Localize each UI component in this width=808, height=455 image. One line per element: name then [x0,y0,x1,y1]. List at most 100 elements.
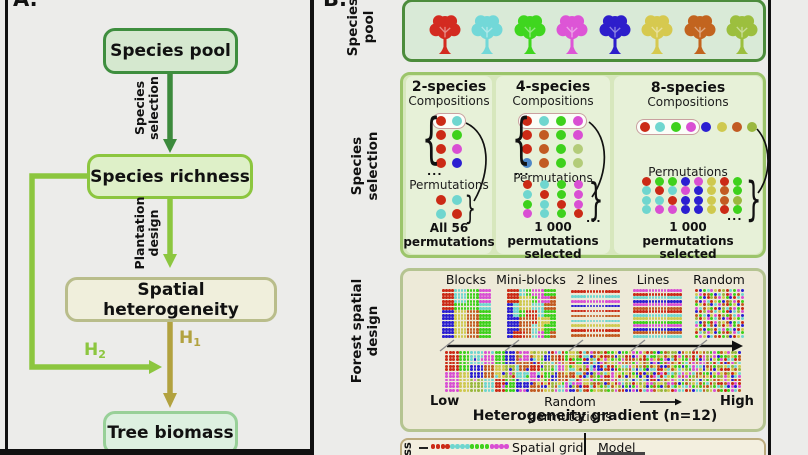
panel-b-right-border [768,0,771,455]
panel-a-left-border [5,0,8,455]
strip-panel [494,351,519,392]
heterogeneity-gradient-strip [445,351,741,392]
permutation-dot [667,205,677,214]
legend-dash [419,447,428,450]
biomass-section-box [400,438,766,455]
composition-highlight-pill [636,118,700,136]
tree-icon [471,15,503,54]
permutation-dot [556,179,566,189]
composition-dot [573,130,583,140]
legend-dot [484,444,490,449]
model-label: Model [598,440,636,455]
column-caption-line: 1 000 [534,220,572,234]
design-label-lines: Lines [636,272,670,287]
column-title: 8-species [650,80,726,96]
composition-dot [539,144,549,154]
legend-dot [499,444,504,449]
permutation-dot [539,208,549,218]
permutation-dot [654,205,664,214]
composition-dot [685,122,696,132]
composition-dot [522,158,532,168]
composition-dot [522,116,532,126]
legend-dot [465,444,470,449]
permutation-dot [452,195,462,205]
node-species-pool: Species pool [103,28,238,74]
permutation-dot [719,205,729,214]
permutation-dot [706,186,716,195]
legend-dot [489,444,495,449]
composition-dot [522,144,532,154]
permutation-dot [641,186,651,195]
permutation-dot [641,176,651,186]
permutations-label: Permutations [648,165,728,179]
permutation-dot [654,195,664,205]
permutation-dot [573,208,583,218]
column-title: 2-species [411,79,487,95]
column-caption-line: permutations [642,233,734,248]
permutation-dot [654,186,664,195]
permutation-dot [436,209,446,219]
column-title: 4-species [515,79,591,95]
h1-label: H1 [179,328,201,349]
legend-dot [460,444,465,449]
permutation-dot [693,176,703,186]
compositions-ellipsis: ... [514,165,530,178]
permutations-label: Permutations [409,178,489,192]
strip-panel [568,351,593,392]
permutation-dot [522,199,532,209]
column-caption-line: selected [659,247,717,261]
permutation-dot [706,205,716,214]
divider-line [584,433,586,455]
compositions-ellipsis: ... [427,165,443,178]
legend-dot [445,444,450,449]
panel-b-label: B. [323,0,347,11]
permutation-dot [693,186,703,195]
gradient-low-label: Low [430,394,460,409]
strip-panel [593,351,618,392]
strip-panel [667,351,692,392]
legend-dot [469,444,475,449]
right-brace: } [464,189,476,227]
composition-dot [452,130,462,140]
panel-a-label: A. [13,0,38,11]
composition-dot [655,122,666,132]
permutation-dot [732,195,742,205]
strip-panel [519,351,544,392]
model-box-partial [597,452,645,455]
column-caption-line: selected [524,247,582,261]
permutation-dot [539,199,549,209]
permutation-dot [452,209,462,219]
composition-dot [539,130,549,140]
permutation-dot [556,199,566,209]
gradient-high-label: High [720,394,754,409]
permutation-dot [680,195,690,205]
strip-panel [618,351,643,392]
permutation-dot [522,208,532,218]
permutation-dot [573,199,583,209]
left-brace: { [421,107,441,170]
composition-dot [670,122,681,132]
composition-dot [747,122,758,132]
column-caption-line: All 56 [429,221,469,235]
tree-icon [556,15,588,54]
legend-dot [440,444,446,449]
column-caption-line: permutations [507,233,599,248]
permutation-dot [719,176,729,186]
composition-dot [556,144,566,154]
design-grid [633,289,682,338]
composition-dot [640,122,650,132]
permutations-ellipsis: ... [727,210,743,223]
tree-icon [641,15,673,54]
composition-dot [452,116,462,126]
permutation-dot [573,189,583,199]
permutation-dot [680,176,690,186]
strip-panel [692,351,717,392]
tree-icon [514,15,546,54]
composition-dot [716,122,727,132]
legend-dot [435,444,441,449]
design-label-2-lines: 2 lines [576,272,618,287]
permutation-dot [573,179,583,189]
permutation-dot [732,205,742,214]
composition-dot [573,116,583,126]
